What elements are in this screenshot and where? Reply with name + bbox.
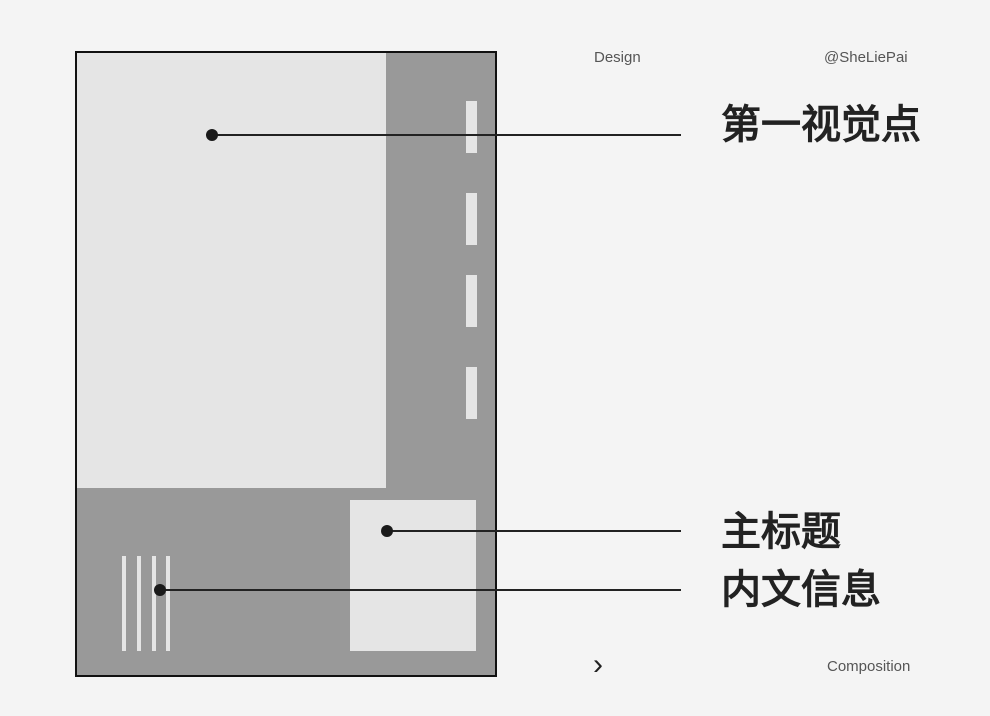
- hero-image-area: [77, 53, 386, 488]
- side-dash-1: [466, 101, 477, 153]
- side-dash-2: [466, 193, 477, 245]
- text-line-2: [137, 556, 141, 651]
- pointer-line-first: [212, 134, 681, 136]
- pointer-line-body: [160, 589, 681, 591]
- label-first-visual: 第一视觉点: [721, 102, 921, 148]
- side-dash-4: [466, 367, 477, 419]
- label-main-title: 主标题: [721, 509, 841, 555]
- title-box: [350, 500, 476, 651]
- header-author: @SheLiePai: [824, 49, 908, 66]
- header-design: Design: [594, 49, 641, 66]
- pointer-dot-first: [206, 129, 218, 141]
- pointer-dot-body: [154, 584, 166, 596]
- footer-composition: Composition: [827, 658, 911, 675]
- label-body-info: 内文信息: [721, 567, 881, 613]
- pointer-line-title: [387, 530, 681, 532]
- pointer-dot-title: [381, 525, 393, 537]
- text-line-3: [152, 556, 156, 651]
- text-line-1: [122, 556, 126, 651]
- text-line-4: [166, 556, 170, 651]
- side-dash-3: [466, 275, 477, 327]
- next-arrow-icon[interactable]: ›: [593, 648, 603, 681]
